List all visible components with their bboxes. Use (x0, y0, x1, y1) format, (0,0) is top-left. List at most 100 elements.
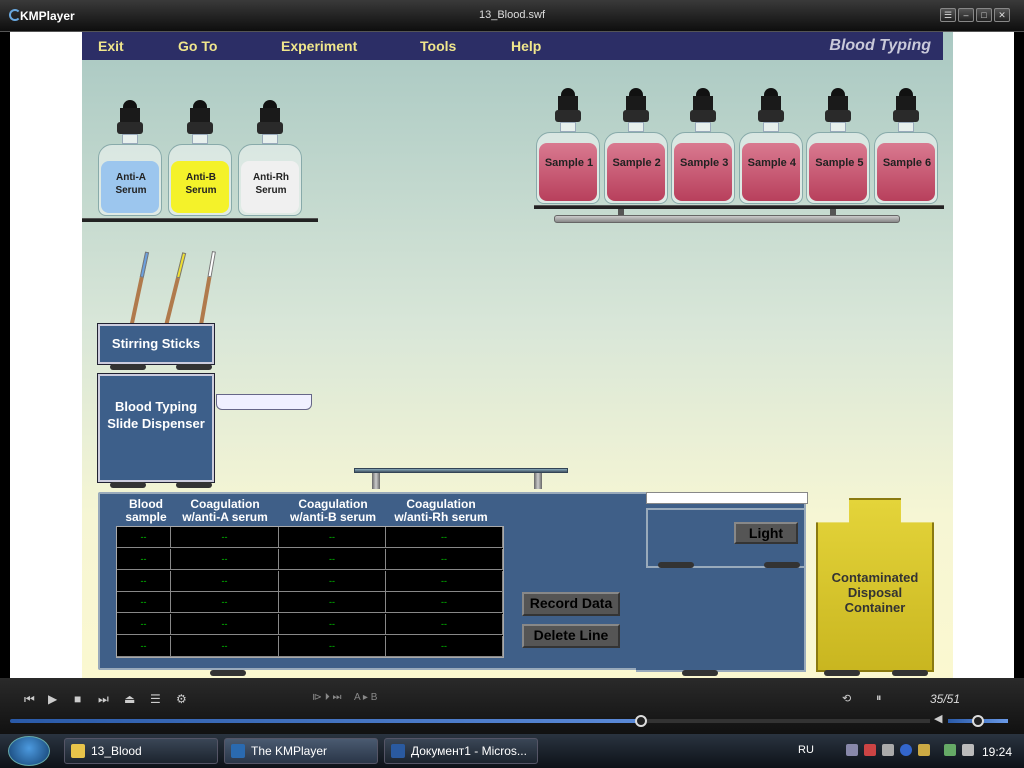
settings-icon[interactable]: ⚙ (176, 692, 187, 706)
speaker-icon[interactable] (962, 744, 974, 756)
menu-tools[interactable]: Tools (420, 38, 457, 54)
menu-help[interactable]: Help (511, 38, 542, 54)
tray-icon[interactable] (846, 744, 858, 756)
sample-bottle-1[interactable]: Sample 1 (536, 88, 600, 206)
blood-liquid (809, 143, 868, 201)
sample-label: Sample 2 (612, 157, 661, 169)
serum-liquid (171, 161, 229, 213)
previous-icon[interactable]: ⏮ (24, 692, 35, 706)
sample-bottle-6[interactable]: Sample 6 (874, 88, 938, 206)
serum-liquid (241, 161, 299, 213)
stirring-sticks-box[interactable]: Stirring Sticks (98, 324, 214, 364)
task-13-blood[interactable]: 13_Blood (64, 738, 218, 764)
seek-handle[interactable] (635, 715, 647, 727)
rack-post (618, 209, 624, 215)
eject-icon[interactable]: ⏏ (124, 692, 136, 706)
task-label: 13_Blood (91, 744, 142, 758)
sample-label: Sample 3 (680, 157, 729, 169)
network-icon[interactable] (944, 744, 956, 756)
dropper-cap (561, 88, 575, 96)
pause-icon[interactable]: ⏸ (876, 692, 882, 704)
menu-go-to[interactable]: Go To (178, 38, 218, 54)
table-cell: -- (279, 592, 386, 614)
table-cell: -- (386, 614, 503, 636)
tray-icon[interactable] (864, 744, 876, 756)
blood-liquid (877, 143, 935, 201)
table-cell: -- (171, 614, 279, 636)
kmplayer-icon (231, 744, 245, 758)
minimize-button[interactable]: – (958, 8, 974, 22)
dropper-cap (899, 88, 913, 96)
menu-experiment[interactable]: Experiment (281, 38, 358, 54)
slide-dispenser[interactable]: Blood Typing Slide Dispenser (98, 374, 214, 482)
header-anti-rh: Coagulation w/anti-Rh serum (394, 497, 488, 524)
light-foot (764, 562, 800, 568)
stand-leg (372, 473, 380, 489)
task-word-document[interactable]: Документ1 - Micros... (384, 738, 538, 764)
dropper-cap (123, 100, 137, 108)
seek-bar-filled[interactable] (10, 719, 640, 723)
frame-step-icon[interactable]: ⧐ ⏵ ⏭ (312, 692, 342, 703)
delete-line-button[interactable]: Delete Line (522, 624, 620, 648)
table-cell: -- (117, 570, 171, 592)
table-cell: -- (171, 527, 279, 548)
bluetooth-icon[interactable] (900, 744, 912, 756)
dropper-cap (257, 122, 283, 134)
bench-foot (210, 670, 246, 676)
table-cell: -- (386, 527, 503, 548)
dropper-cap (831, 88, 846, 96)
task-kmplayer[interactable]: The KMPlayer (224, 738, 378, 764)
dropper-cap (828, 96, 849, 110)
sample-bottle-2[interactable]: Sample 2 (603, 88, 668, 206)
playlist-icon[interactable]: ☰ (150, 692, 161, 706)
disposal-foot (892, 670, 928, 676)
seek-bar[interactable] (640, 719, 930, 723)
bottle-neck (695, 122, 712, 132)
dropper-cap (625, 96, 646, 110)
ab-repeat[interactable]: A ▸ B (354, 692, 378, 703)
volume-icon[interactable]: ◀ (934, 713, 943, 725)
light-button[interactable]: Light (734, 522, 798, 544)
table-cell: -- (117, 614, 171, 636)
table-cell: -- (386, 548, 503, 570)
player-controls: ⏮ ▶ ■ ⏭ ⏏ ☰ ⚙ ⧐ ⏵ ⏭ A ▸ B ⟲ ⏸ 35/51 ◀ (0, 678, 1024, 734)
close-button[interactable]: ✕ (994, 8, 1010, 22)
slide-tray[interactable] (216, 394, 312, 410)
start-button[interactable] (8, 736, 50, 766)
volume-handle[interactable] (972, 715, 984, 727)
sample-bottle-5[interactable]: Sample 5 (806, 88, 871, 206)
maximize-button[interactable]: □ (976, 8, 992, 22)
play-icon[interactable]: ▶ (48, 692, 58, 706)
stick-tip (139, 251, 150, 278)
slide-stand[interactable] (354, 468, 568, 473)
record-data-button[interactable]: Record Data (522, 592, 620, 616)
dropper-cap (190, 108, 210, 122)
dropper-cap (757, 110, 784, 122)
sample-bottle-3[interactable]: Sample 3 (671, 88, 736, 206)
window-titlebar: KMPlayer 13_Blood.swf ☰ – □ ✕ (0, 0, 1024, 32)
table-cell: -- (117, 548, 171, 570)
table-cell: -- (279, 548, 386, 570)
windows-taskbar: 13_Blood The KMPlayer Документ1 - Micros… (0, 734, 1024, 768)
disposal-container[interactable]: Contaminated Disposal Container (816, 498, 934, 672)
slide-dispenser-label: Blood Typing Slide Dispenser (107, 399, 205, 431)
sample-bottle-4[interactable]: Sample 4 (738, 88, 803, 206)
bottle-body: Sample 2 (603, 132, 668, 204)
stop-icon[interactable]: ■ (74, 692, 82, 706)
dropper-cap (693, 96, 714, 110)
menu-exit[interactable]: Exit (98, 38, 124, 54)
menu-icon[interactable]: ☰ (940, 8, 956, 22)
serum-label-line2: Serum (185, 185, 217, 196)
repeat-icon[interactable]: ⟲ (842, 693, 852, 705)
language-indicator[interactable]: RU (798, 744, 814, 756)
dropper-cap (690, 110, 717, 122)
dropper-cap (696, 88, 711, 96)
bottle-body: Sample 6 (874, 132, 938, 204)
tray-icon[interactable] (918, 744, 930, 756)
next-icon[interactable]: ⏭ (98, 692, 109, 706)
tray-icon[interactable] (882, 744, 894, 756)
